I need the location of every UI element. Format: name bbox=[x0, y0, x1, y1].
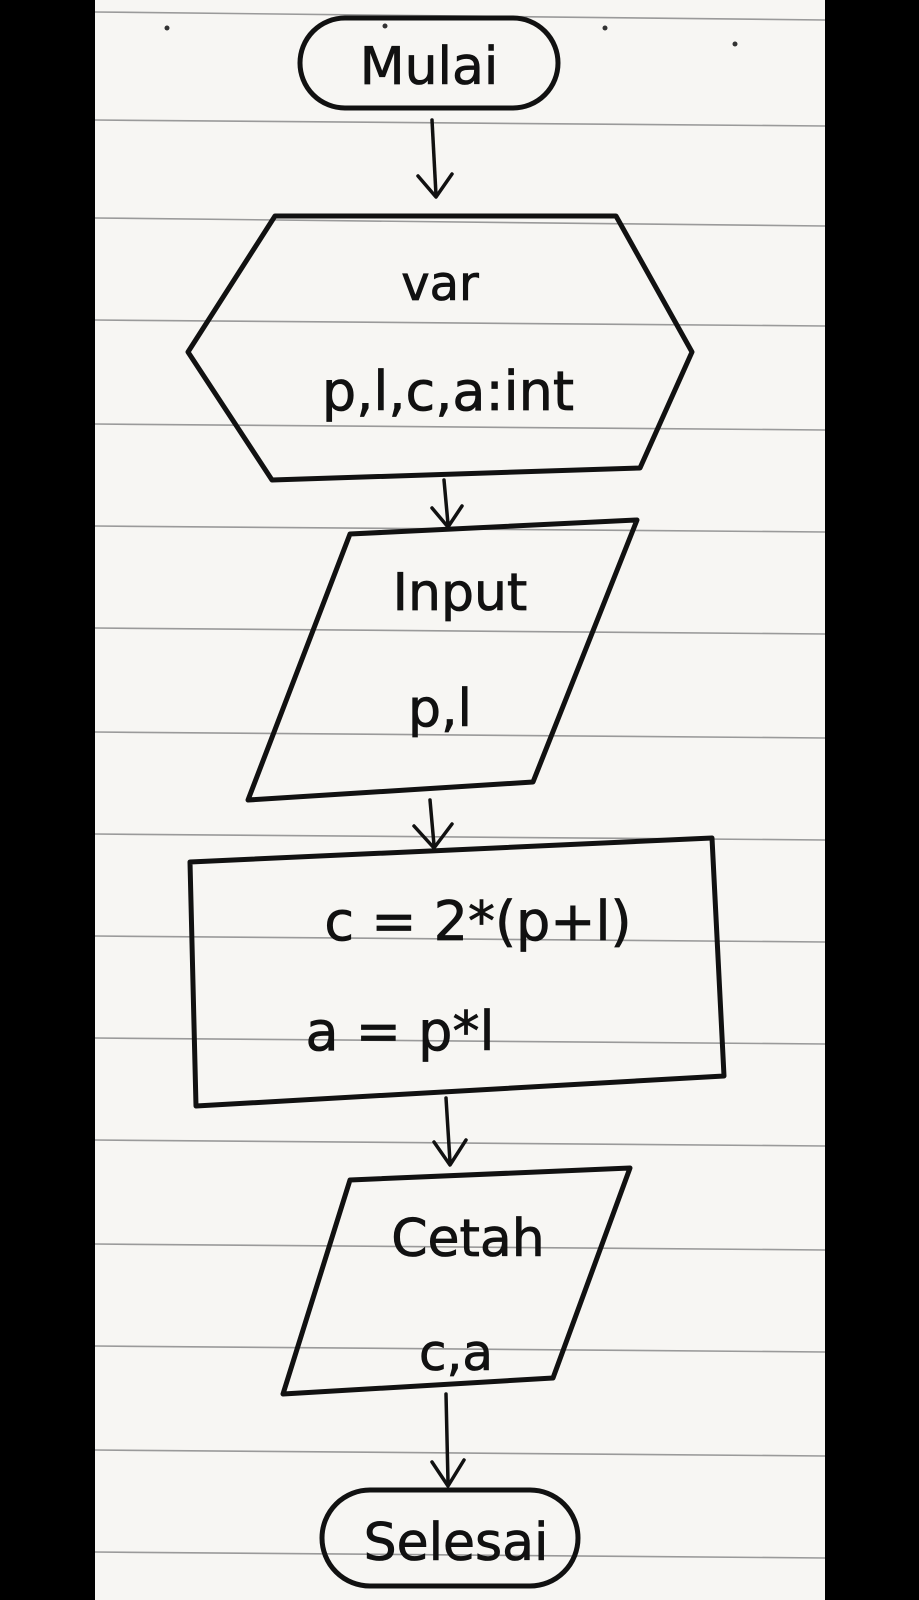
process-box: c = 2*(p+l) a = p*l bbox=[187, 835, 727, 1109]
process-line2: a = p*l bbox=[306, 1000, 495, 1063]
notebook-page bbox=[95, 0, 825, 1600]
declaration-line2: p,l,c,a:int bbox=[322, 360, 574, 423]
arrow-start-to-declaration bbox=[416, 118, 454, 199]
output-line1: Cetah bbox=[391, 1209, 545, 1269]
output-box: Cetah c,a bbox=[280, 1165, 633, 1397]
ruled-lines bbox=[95, 11, 825, 1559]
end-terminator: Selesai bbox=[319, 1487, 581, 1589]
process-line1: c = 2*(p+l) bbox=[324, 890, 631, 953]
start-terminator: Mulai bbox=[297, 15, 561, 111]
arrow-declaration-to-input bbox=[430, 478, 464, 529]
input-box: Input p,l bbox=[245, 517, 640, 803]
arrow-input-to-process bbox=[412, 798, 454, 850]
declaration-box: var p,l,c,a:int bbox=[185, 213, 695, 483]
input-line1: Input bbox=[393, 563, 528, 623]
arrow-process-to-output bbox=[432, 1096, 468, 1167]
declaration-line1: var bbox=[401, 256, 479, 312]
start-label: Mulai bbox=[360, 37, 499, 97]
input-line2: p,l bbox=[408, 679, 472, 739]
arrow-output-to-end bbox=[430, 1392, 466, 1488]
output-line2: c,a bbox=[419, 1324, 493, 1382]
end-label: Selesai bbox=[364, 1513, 549, 1573]
